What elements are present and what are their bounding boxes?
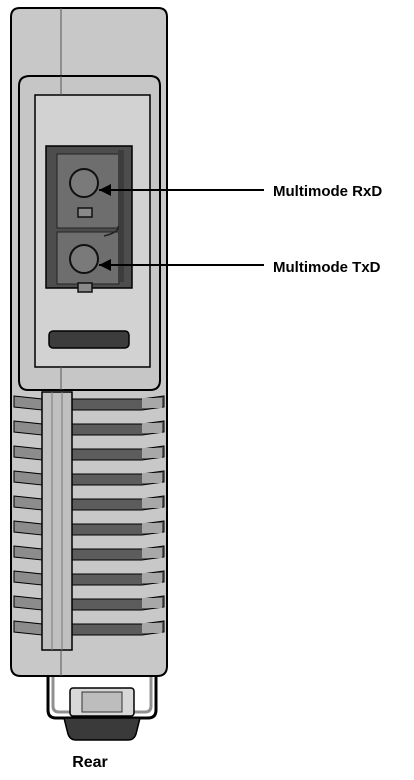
vent-rib-edge bbox=[142, 398, 162, 408]
txd-port-label: Multimode TxD bbox=[273, 259, 381, 276]
vent-rib-left bbox=[13, 470, 43, 486]
vent-rib-left bbox=[13, 420, 43, 436]
vent-rib-left bbox=[13, 545, 43, 561]
vent-rib-edge bbox=[142, 573, 162, 583]
vent-rib-edge bbox=[142, 523, 162, 533]
vent-rib-edge bbox=[142, 473, 162, 483]
vent-rib-edge bbox=[142, 598, 162, 608]
vent-rib-left bbox=[13, 595, 43, 611]
fiber-connector bbox=[45, 145, 133, 293]
vent-rib-edge bbox=[142, 448, 162, 458]
view-caption: Rear bbox=[72, 754, 108, 771]
rxd-port-label: Multimode RxD bbox=[273, 183, 383, 200]
ventilation-ribs bbox=[13, 395, 165, 636]
vent-rib-left bbox=[13, 570, 43, 586]
vent-rib-left bbox=[13, 395, 43, 411]
vent-rib-edge bbox=[142, 623, 162, 633]
panel-slot bbox=[48, 330, 130, 349]
vent-rib-left bbox=[13, 620, 43, 636]
rxd-port-icon bbox=[69, 168, 99, 198]
vent-rib-left bbox=[13, 520, 43, 536]
center-rail bbox=[41, 391, 73, 676]
vent-rib-left bbox=[13, 445, 43, 461]
vent-rib-edge bbox=[142, 548, 162, 558]
vent-rib-left bbox=[13, 495, 43, 511]
din-rail-clip bbox=[46, 672, 158, 741]
vent-rib-edge bbox=[142, 423, 162, 433]
callout-lines bbox=[99, 184, 264, 271]
vent-rib-edge bbox=[142, 498, 162, 508]
txd-port-icon bbox=[69, 244, 99, 274]
